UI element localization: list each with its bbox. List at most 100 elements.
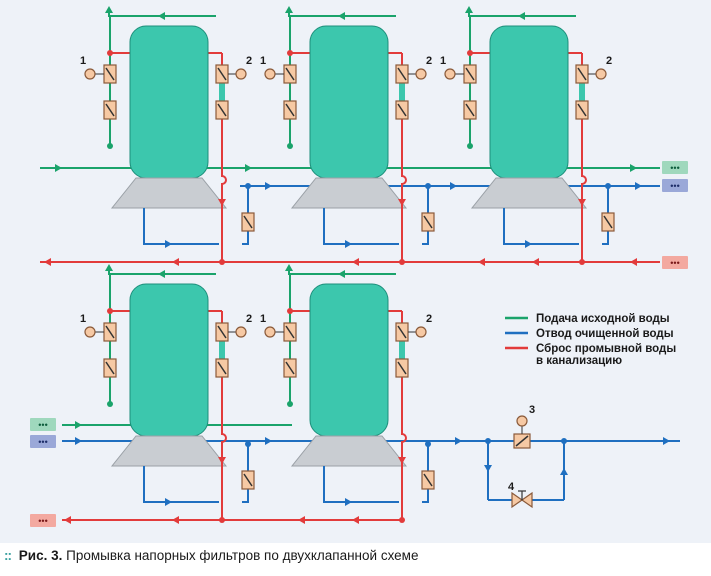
flow-arrows (44, 164, 670, 524)
arrow-head (630, 258, 637, 266)
valve-2-number: 2 (426, 55, 432, 67)
gauge-icon (516, 415, 528, 427)
junction (219, 259, 225, 265)
legend-label-drain-line2: в канализацию (536, 355, 622, 367)
valve-disc (423, 215, 433, 229)
pipe-segment (399, 78, 405, 106)
drain-down-pipe (221, 166, 227, 262)
clean-outlet-pipe (143, 466, 219, 503)
junction (287, 308, 293, 314)
drain-down-pipe (221, 424, 227, 520)
junction (245, 183, 251, 189)
continuation-tags: ••• ••• ••• ••• ••• ••• (30, 161, 688, 527)
valve-disc (105, 103, 115, 117)
valve-disc (423, 473, 433, 487)
tag-clean-row2 (30, 435, 56, 448)
gauge-icon (84, 326, 96, 338)
gauge-icon (595, 68, 607, 80)
junction (399, 259, 405, 265)
arrow-head (484, 465, 492, 472)
gauge-icon (415, 68, 427, 80)
clean-branch-pipe (422, 444, 429, 503)
arrow-head (55, 164, 62, 172)
arrow-head (158, 12, 165, 20)
tank-base (110, 435, 228, 467)
valve-disc (217, 103, 227, 117)
arrow-head (478, 258, 485, 266)
junction (605, 183, 611, 189)
tag-clean-row1 (662, 179, 688, 192)
legend-label-drain: Сброс промывной воды (536, 343, 676, 355)
legend: Подача исходной воды Отвод очищенной вод… (505, 313, 676, 367)
valve-disc (397, 103, 407, 117)
valve-1-number: 1 (440, 55, 446, 67)
valve-disc (465, 103, 475, 117)
arrow-head (105, 264, 113, 271)
svg-text:•••: ••• (670, 258, 679, 268)
valve-disc (285, 67, 295, 81)
valve-disc (397, 325, 407, 339)
pipe-segment (219, 78, 225, 106)
valve-disc (397, 67, 407, 81)
bypass-section: 3 4 (485, 404, 567, 509)
valve-disc (577, 103, 587, 117)
junction (107, 143, 113, 149)
arrow-head (265, 437, 272, 445)
arrow-head (64, 516, 71, 524)
valve-disc (243, 215, 253, 229)
arrow-head (352, 258, 359, 266)
arrow-head (578, 199, 586, 206)
junction (425, 183, 431, 189)
arrow-head (165, 240, 172, 248)
arrow-head (352, 516, 359, 524)
junction (287, 50, 293, 56)
tag-drain-row2 (30, 514, 56, 527)
gauge-icon (235, 68, 247, 80)
arrow-head (285, 264, 293, 271)
valve-disc (105, 361, 115, 375)
tag-feed-row1 (662, 161, 688, 174)
junction (107, 401, 113, 407)
svg-text:•••: ••• (38, 420, 47, 430)
gauge-icon (415, 326, 427, 338)
arrow-head (450, 182, 457, 190)
clean-outlet-pipe (323, 208, 399, 245)
valve-3-number: 3 (529, 404, 535, 416)
arrow-head (465, 6, 473, 13)
valve-1-number: 1 (260, 55, 266, 67)
drain-down-pipe (581, 166, 587, 262)
valve-disc (243, 473, 253, 487)
arrow-head (518, 12, 525, 20)
gauge-icon (264, 68, 276, 80)
clean-outlet-pipe (503, 208, 579, 245)
junction (107, 308, 113, 314)
valve-disc (397, 361, 407, 375)
arrow-head (105, 6, 113, 13)
junction (287, 401, 293, 407)
clean-branch-pipe (242, 444, 249, 503)
arrow-head (172, 258, 179, 266)
junction (579, 259, 585, 265)
valve-1-number: 1 (80, 55, 86, 67)
gauge-icon (235, 326, 247, 338)
svg-text:•••: ••• (670, 181, 679, 191)
figure-caption: :: Рис. 3. Промывка напорных фильтров по… (4, 548, 704, 563)
arrow-head (338, 270, 345, 278)
caption-text: Промывка напорных фильтров по двухклапан… (66, 548, 419, 563)
valve-disc (285, 103, 295, 117)
tank-base (290, 177, 408, 209)
arrow-head (75, 421, 82, 429)
arrow-head (218, 457, 226, 464)
tag-feed-row2 (30, 418, 56, 431)
valve-4-number: 4 (508, 481, 515, 493)
valve-disc (465, 67, 475, 81)
drain-down-pipe (401, 166, 407, 262)
pipe-segment (579, 78, 585, 106)
arrow-head (398, 457, 406, 464)
clean-branch-pipe (602, 186, 609, 245)
valve-disc (217, 325, 227, 339)
